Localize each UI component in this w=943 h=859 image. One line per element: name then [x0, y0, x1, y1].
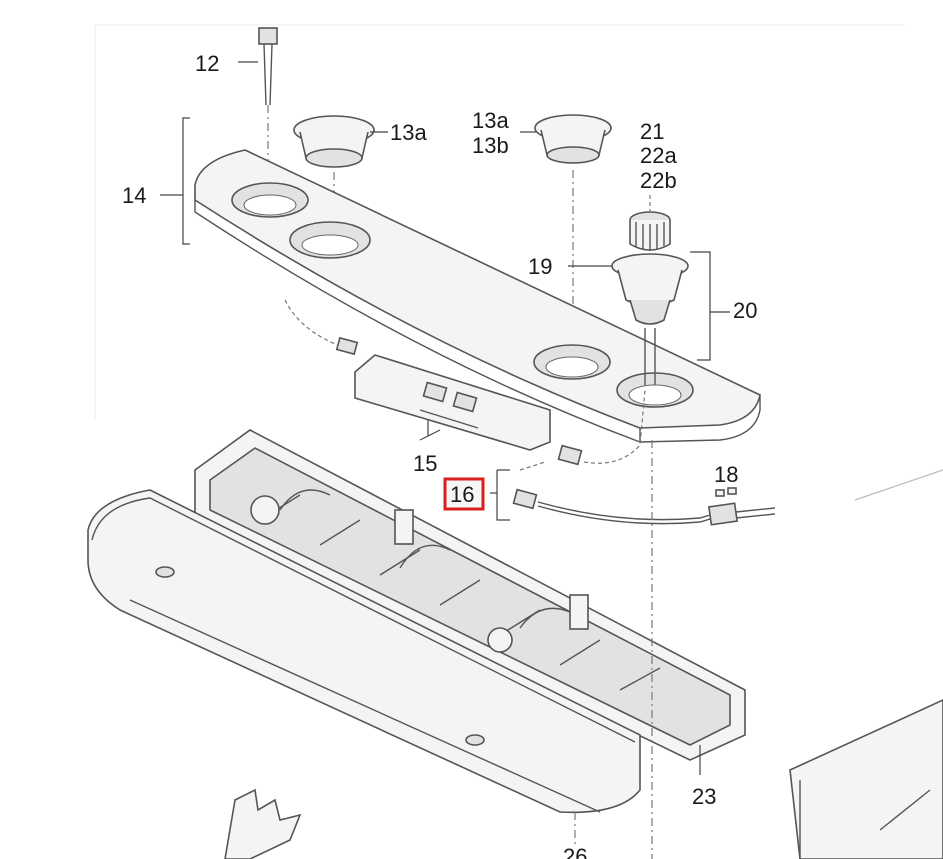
callout-22a: 22a — [640, 143, 677, 168]
callout-21: 21 — [640, 119, 664, 144]
callout-23: 23 — [692, 784, 716, 809]
callout-20: 20 — [733, 298, 757, 323]
callout-18: 18 — [714, 462, 738, 487]
housing-19 — [568, 251, 730, 385]
callout-14: 14 — [122, 183, 146, 208]
circuit-board-15 — [284, 299, 551, 451]
callout-labels: 12 13a 13a 13b 14 15 16 18 19 20 21 22a … — [122, 51, 757, 859]
callout-13a-right: 13a — [472, 108, 509, 133]
callout-16: 16 — [450, 482, 474, 507]
front-cover-26 — [87, 489, 641, 845]
cap-13b-right — [520, 114, 612, 370]
callout-19: 19 — [528, 254, 552, 279]
callout-13b: 13b — [472, 133, 509, 158]
knob-21-22 — [629, 195, 671, 251]
callout-12: 12 — [195, 51, 219, 76]
callout-26: 26 — [563, 844, 587, 859]
bracket-fragment — [224, 788, 302, 859]
box-fragment — [789, 699, 943, 859]
callout-15: 15 — [413, 451, 437, 476]
callout-16-highlight — [443, 477, 485, 511]
cap-13a-left — [293, 115, 388, 240]
top-cover-panel-14 — [160, 117, 761, 443]
background-outline — [94, 24, 943, 501]
base-tray-23 — [194, 429, 746, 775]
callout-22b: 22b — [640, 168, 677, 193]
callout-13a-left: 13a — [390, 120, 427, 145]
cable-harness-16 — [490, 389, 721, 525]
connector-18 — [707, 487, 776, 526]
